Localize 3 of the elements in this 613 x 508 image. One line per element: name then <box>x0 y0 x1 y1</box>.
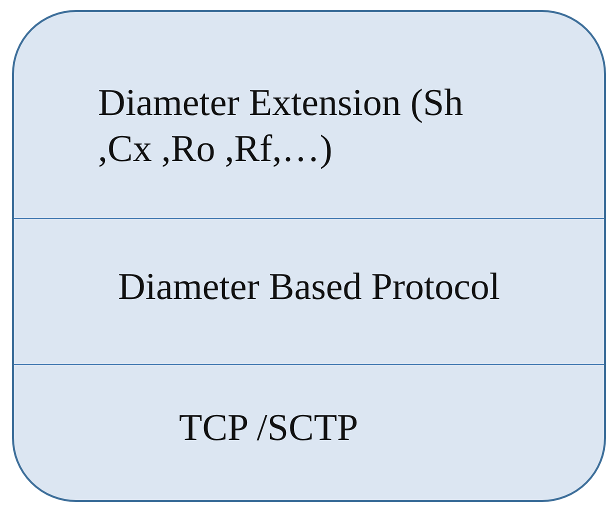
layer-label: Diameter Based Protocol <box>116 265 501 310</box>
layer-label: Diameter Extension (Sh ,Cx ,Ro ,Rf,…) <box>98 81 464 172</box>
layer-label: TCP /SCTP <box>179 406 360 451</box>
